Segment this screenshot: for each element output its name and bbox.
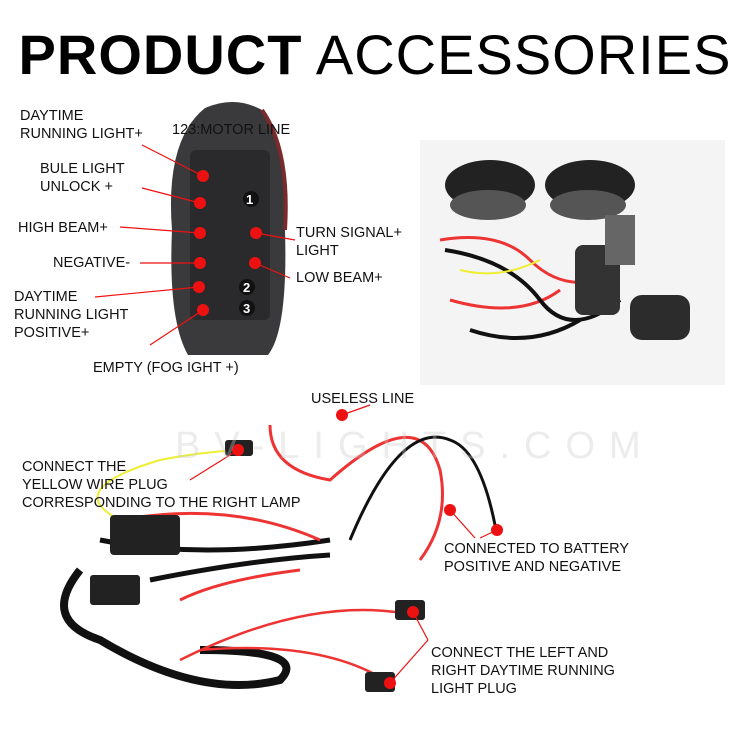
label-drl-plug: CONNECT THE LEFT AND RIGHT DAYTIME RUNNI… bbox=[431, 645, 615, 697]
harness-photo bbox=[60, 424, 497, 689]
pin-1: 1 bbox=[246, 192, 254, 207]
label-motor-line: 123:MOTOR LINE bbox=[172, 122, 291, 138]
label-turn-signal: TURN SIGNAL+ LIGHT bbox=[296, 225, 402, 259]
label-yellow-plug: CONNECT THE YELLOW WIRE PLUG CORRESPONDI… bbox=[22, 459, 301, 511]
watermark: BV-LIGHTS.COM bbox=[175, 425, 655, 467]
title-bold: PRODUCT bbox=[18, 23, 303, 86]
kit-photo bbox=[420, 140, 725, 385]
pin-number-badges bbox=[239, 191, 259, 316]
label-empty-fog: EMPTY (FOG IGHT +) bbox=[93, 360, 239, 376]
label-negative: NEGATIVE- bbox=[53, 255, 131, 271]
label-battery: CONNECTED TO BATTERY POSITIVE AND NEGATI… bbox=[444, 541, 630, 575]
pin-3: 3 bbox=[243, 301, 251, 316]
label-high-beam: HIGH BEAM+ bbox=[18, 220, 108, 236]
label-blue-light: BULE LIGHT UNLOCK + bbox=[40, 161, 125, 195]
pin-2: 2 bbox=[243, 280, 251, 295]
title-regular: ACCESSORIES bbox=[315, 23, 732, 86]
label-drl-positive: DAYTIME RUNNING LIGHT POSITIVE+ bbox=[14, 289, 129, 341]
label-low-beam: LOW BEAM+ bbox=[296, 270, 383, 286]
harness-leader-lines bbox=[189, 404, 498, 684]
label-drl: DAYTIME RUNNING LIGHT+ bbox=[20, 108, 143, 142]
page-title: PRODUCT ACCESSORIES bbox=[0, 22, 750, 87]
leader-lines bbox=[94, 144, 296, 346]
connector-photo bbox=[170, 101, 288, 355]
label-useless-line: USELESS LINE bbox=[311, 391, 415, 407]
